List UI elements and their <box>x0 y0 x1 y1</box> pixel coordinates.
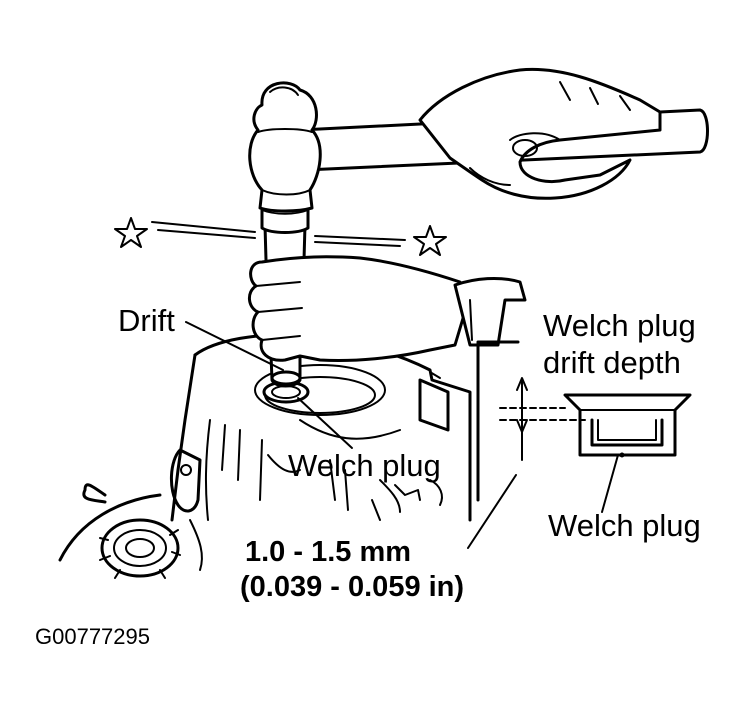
transmission-case <box>58 333 472 579</box>
spec-imperial: (0.039 - 0.059 in) <box>240 571 465 603</box>
star-icon <box>114 217 447 256</box>
lower-hand <box>248 255 527 363</box>
label-drift: Drift <box>118 303 175 338</box>
inset-label-welch-plug: Welch plug <box>548 508 701 543</box>
hand-icon <box>418 67 662 200</box>
inset-title-line2: drift depth <box>543 345 681 380</box>
label-welch-plug: Welch plug <box>288 448 441 483</box>
leader-lines <box>185 321 619 549</box>
inset-title-line1: Welch plug <box>543 308 696 343</box>
inset-detail <box>476 340 692 502</box>
spec-metric: 1.0 - 1.5 mm <box>245 536 412 568</box>
figure-id: G00777295 <box>35 624 150 649</box>
